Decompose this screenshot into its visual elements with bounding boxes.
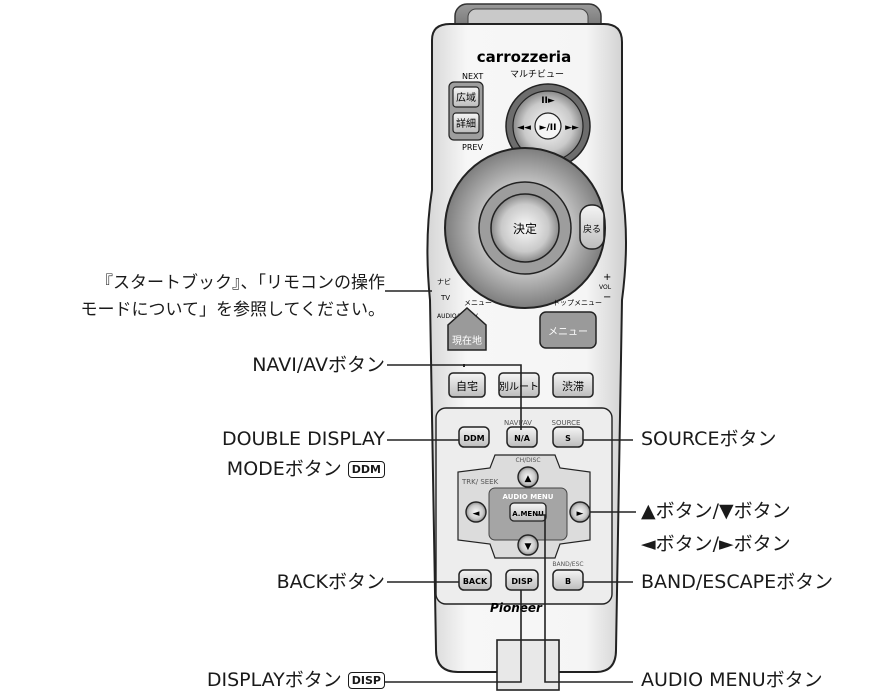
ddm-button[interactable] <box>458 426 490 448</box>
band-esc-small-label: BAND/ESC <box>552 561 583 568</box>
display-button-label: DISP <box>511 577 532 586</box>
fast-forward-icon: ►► <box>565 123 579 133</box>
display-button[interactable] <box>505 569 539 591</box>
double-display-label-1: DOUBLE DISPLAY <box>221 428 385 450</box>
back-label: BACKボタン <box>276 571 385 593</box>
trk-seek-label: TRK/ SEEK <box>461 478 499 486</box>
navi-av-button[interactable] <box>506 426 538 448</box>
down-arrow-icon: ▼ <box>525 542 532 552</box>
navi-av-label: NAVI/AVボタン <box>252 354 385 376</box>
band-escape-label: BAND/ESCAPEボタン <box>641 571 834 593</box>
source-label: SOURCEボタン <box>641 428 777 450</box>
source-small-label: SOURCE <box>552 419 581 427</box>
home-label: 自宅 <box>456 379 478 393</box>
menu-label: メニュー <box>548 327 588 338</box>
prev-label: PREV <box>462 143 483 152</box>
brand-logo: carrozzeria <box>477 48 571 66</box>
alt-route-button[interactable] <box>498 372 540 398</box>
svg-text:+: + <box>603 272 611 283</box>
leader-lines <box>385 290 636 683</box>
up-arrow-icon: ▲ <box>525 474 532 484</box>
left-right-label: ◄ボタン/►ボタン <box>641 533 791 555</box>
ch-disc-label: CH/DISC <box>515 457 540 464</box>
svg-text:−: − <box>603 292 611 303</box>
audio-menu-small-label: AUDIO MENU <box>503 493 554 501</box>
alt-route-label: 別ルート <box>499 381 539 393</box>
current-position-button[interactable] <box>447 306 487 351</box>
up-button[interactable] <box>517 466 539 488</box>
ddm-symbol-icon: DDM <box>347 461 385 478</box>
audio-menu-button-label: A.MENU <box>512 510 544 518</box>
pioneer-logo: Pioneer <box>490 601 543 615</box>
top-menu-small-label: トップメニュー <box>553 299 602 307</box>
down-button[interactable] <box>517 534 539 556</box>
navi-av-small-label: NAVI/AV <box>504 419 532 427</box>
play-pause-button[interactable] <box>534 112 562 140</box>
leader-display <box>385 590 522 683</box>
tv-small-label: TV <box>440 294 450 302</box>
audio-menu-button[interactable] <box>509 502 547 522</box>
navi-small-label: ナビ <box>437 277 451 286</box>
home-button[interactable] <box>448 372 486 398</box>
menu-small-label: メニュー <box>464 299 492 307</box>
disp-symbol-icon: DISP <box>347 672 385 689</box>
return-label: 戻る <box>583 223 601 235</box>
wide-area-label: 広域 <box>456 91 476 104</box>
wide-area-button[interactable] <box>452 86 480 108</box>
source-button-label: S <box>565 434 571 443</box>
navi-av-button-label: N/A <box>514 434 531 443</box>
band-escape-button[interactable] <box>552 569 584 591</box>
current-position-label: 現在地 <box>452 334 482 347</box>
detail-label: 詳細 <box>456 117 476 130</box>
note-line-1: 『スタートブック』、「リモコンの操作 <box>96 273 385 293</box>
right-arrow-icon: ► <box>577 509 584 519</box>
left-arrow-icon: ◄ <box>473 509 480 519</box>
next-label: NEXT <box>462 72 483 81</box>
note-line-2: モードについて」を参照してください。 <box>80 300 385 320</box>
menu-button[interactable] <box>539 311 597 349</box>
up-down-label: ▲ボタン/▼ボタン <box>641 500 791 522</box>
ddm-button-label: DDM <box>463 434 484 443</box>
leader-navi-av <box>387 364 522 430</box>
multi-view-label: マルチビュー <box>510 69 564 80</box>
source-button[interactable] <box>552 426 584 448</box>
audio-menu-label: AUDIO MENUボタン <box>641 669 823 691</box>
left-button[interactable] <box>465 501 487 523</box>
leader-audio-menu <box>537 514 633 683</box>
traffic-button[interactable] <box>552 372 594 398</box>
band-escape-button-label: B <box>565 577 571 586</box>
return-button[interactable] <box>579 204 605 250</box>
back-button[interactable] <box>458 569 492 591</box>
step-icon: II► <box>541 96 555 106</box>
detail-button[interactable] <box>452 112 480 134</box>
vol-label: VOL <box>599 284 612 291</box>
ok-button[interactable] <box>490 193 560 263</box>
play-pause-icon: ►/II <box>540 123 557 133</box>
traffic-label: 渋滞 <box>562 380 584 393</box>
back-button-label: BACK <box>463 577 488 586</box>
ok-label: 決定 <box>513 221 537 236</box>
rewind-icon: ◄◄ <box>517 123 531 133</box>
